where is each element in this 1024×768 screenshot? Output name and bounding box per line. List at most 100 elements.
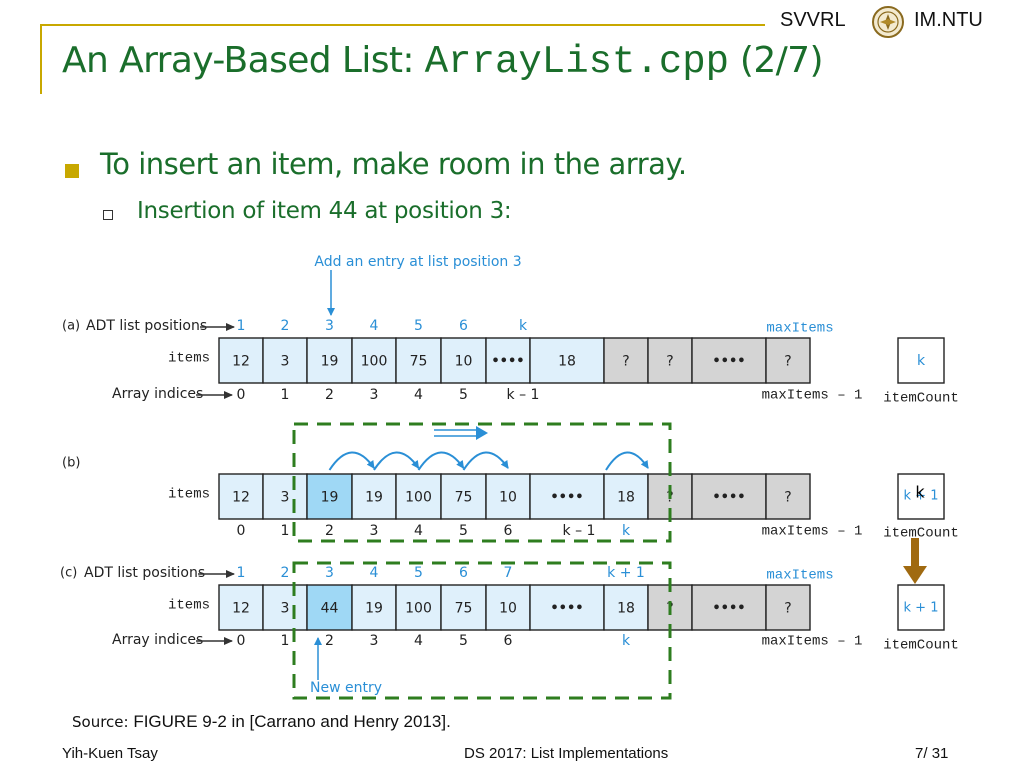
row-c-maxitems-label: maxItems (766, 568, 833, 584)
row-a-position-number: 2 (281, 318, 290, 334)
row-b-cell (765, 473, 811, 520)
row-b-index-number: 4 (414, 523, 423, 539)
row-c-position-number: 5 (414, 565, 423, 581)
footer-page-number: 7/ 31 (915, 745, 948, 762)
direction-indicator-head (476, 426, 488, 440)
left-brand: SVVRL (780, 9, 846, 31)
row-a-count-box (897, 337, 945, 384)
header-rule (40, 24, 765, 26)
row-c-cell (395, 584, 442, 631)
row-a-cell-value: 10 (455, 354, 473, 370)
row-b-index-number: 6 (504, 523, 513, 539)
row-b-index-number: 0 (237, 523, 246, 539)
bullet-level1: To insert an item, make room in the arra… (100, 147, 687, 181)
row-c-cell (306, 584, 353, 631)
row-a-index-number: 4 (414, 387, 423, 403)
shift-arrow (373, 451, 420, 471)
row-c-cell (351, 584, 397, 631)
row-c-positions-label: ADT list positions (84, 565, 205, 581)
row-a-cell (262, 337, 308, 384)
row-b-cell (603, 473, 649, 520)
row-c-indices-label: Array indices (112, 632, 203, 648)
row-b-cell (218, 473, 264, 520)
row-a-cell-value: •••• (491, 354, 524, 369)
shift-arrow (605, 451, 649, 471)
row-a-position-number: 4 (370, 318, 379, 334)
row-b-cell-value: ? (784, 490, 791, 506)
row-c-index-number: 0 (237, 633, 246, 649)
row-b-cell-value: •••• (712, 490, 745, 505)
dashed-highlight-box (292, 422, 672, 543)
dashed-highlight-box (292, 561, 672, 700)
row-a-index-number: 0 (237, 387, 246, 403)
row-c-cell (529, 584, 605, 631)
row-b-cell-value: 12 (232, 490, 250, 506)
row-a-cell-value: •••• (712, 354, 745, 369)
row-b-maxitems-minus-one: maxItems – 1 (762, 524, 863, 540)
row-b-items-label: items (168, 487, 210, 503)
count-increment-arrow (911, 538, 919, 568)
shift-arrow (417, 451, 465, 471)
row-c-cell (218, 584, 264, 631)
row-b-cell-value: 75 (455, 490, 473, 506)
page-separator: / (923, 745, 928, 762)
title-prefix: An Array-Based List: (62, 40, 425, 81)
university-seal-icon (872, 6, 904, 38)
row-a-tag: (a) (62, 319, 80, 334)
row-b-cell-value: 18 (617, 490, 635, 506)
row-c-cell (691, 584, 767, 631)
row-c-cell-value: •••• (712, 601, 745, 616)
row-c-cell-value: 19 (365, 601, 383, 617)
row-c-count-label: itemCount (883, 638, 959, 654)
row-a-position-number: 6 (459, 318, 468, 334)
row-b-cell (529, 473, 605, 520)
row-a-cell (765, 337, 811, 384)
header-left-rule (40, 24, 42, 94)
row-a-index-number: 5 (459, 387, 468, 403)
row-a-maxitems-minus-one: maxItems – 1 (762, 388, 863, 404)
row-a-cell-value: ? (666, 354, 673, 370)
row-a-index-number: 2 (325, 387, 334, 403)
row-c-index-number: 3 (370, 633, 379, 649)
row-a-cell (218, 337, 264, 384)
row-a-maxitems-label: maxItems (766, 321, 833, 337)
row-c-cell-value: 100 (405, 601, 432, 617)
row-a-count-label: itemCount (883, 391, 959, 407)
new-entry-label: New entry (310, 680, 382, 696)
row-c-index-number: 4 (414, 633, 423, 649)
row-c-items-label: items (168, 598, 210, 614)
row-c-maxitems-minus-one: maxItems – 1 (762, 634, 863, 650)
row-a-position-number: 1 (237, 318, 246, 334)
add-entry-label: Add an entry at list position 3 (314, 254, 521, 270)
row-c-cell-value: 10 (499, 601, 517, 617)
row-b-index-number: 1 (281, 523, 290, 539)
source-label: Source: (72, 713, 129, 731)
source-note: Source: FIGURE 9-2 in [Carrano and Henry… (72, 712, 451, 732)
row-c-cell (262, 584, 308, 631)
row-a-index-number: 3 (370, 387, 379, 403)
row-a-cell-value: 3 (281, 354, 290, 370)
shift-arrow (462, 451, 509, 471)
right-brand: IM.NTU (914, 9, 983, 31)
page-total: 31 (931, 745, 949, 762)
row-b-cell (306, 473, 353, 520)
row-c-count-value: k + 1 (904, 601, 939, 616)
row-b-cell-value: 19 (321, 490, 339, 506)
row-c-cell-value: 18 (617, 601, 635, 617)
row-c-position-number: 7 (504, 565, 513, 581)
row-b-tag: (b) (62, 456, 80, 471)
row-a-cell-value: 19 (321, 354, 339, 370)
row-a-position-number: k (519, 318, 528, 334)
footer-author: Yih-Kuen Tsay (62, 745, 158, 762)
row-a-position-number: 5 (414, 318, 423, 334)
row-a-index-number: 1 (281, 387, 290, 403)
row-c-index-number: 1 (281, 633, 290, 649)
row-b-cell (485, 473, 531, 520)
row-b-index-number: 3 (370, 523, 379, 539)
row-b-cell (262, 473, 308, 520)
row-a-indices-label: Array indices (112, 386, 203, 402)
shift-arrow (328, 451, 375, 471)
row-b-count-label: itemCount (883, 526, 959, 542)
row-c-position-number: 4 (370, 565, 379, 581)
